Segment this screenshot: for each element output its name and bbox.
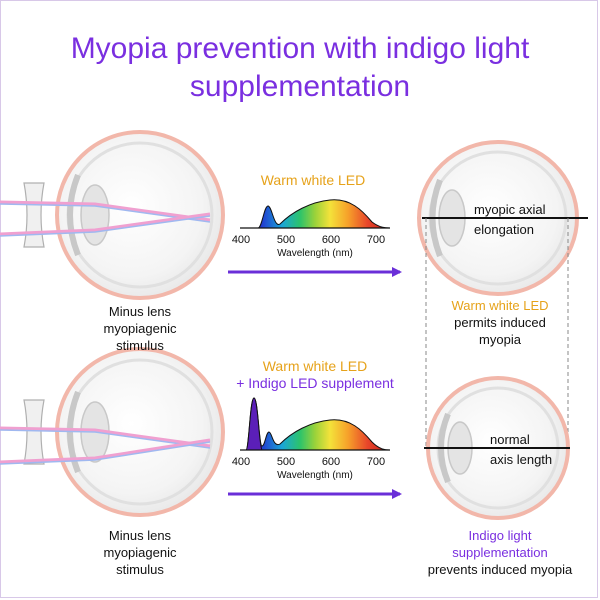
minus-lens-bottom [23, 399, 45, 465]
eye-label-bottom-1: normal [490, 432, 530, 447]
result-top: Warm white LED permits induced myopia [420, 297, 580, 348]
indigo-peak [245, 397, 263, 451]
stimulus-top-line-3: stimulus [116, 338, 164, 353]
stimulus-top: Minus lens myopiagenic stimulus [70, 303, 210, 354]
spectrum-bottom-title-1: Warm white LED [262, 358, 368, 374]
result-bottom-plain: prevents induced myopia [427, 562, 573, 577]
spectrum-top-title: Warm white LED [260, 172, 366, 188]
title-line-2: supplementation [189, 70, 411, 103]
spectrum-bottom-title-2: + Indigo LED supplement [236, 375, 394, 391]
tick-top-700: 700 [366, 234, 386, 246]
stimulus-bottom: Minus lens myopiagenic stimulus [70, 527, 210, 578]
spectrum-bottom [240, 397, 391, 451]
eye-label-bottom-2: axis length [490, 452, 553, 467]
figure-title: Myopia prevention with indigo light supp… [0, 30, 600, 106]
axis-label-top: Wavelength (nm) [277, 248, 353, 259]
spectrum-top-curve [240, 199, 391, 229]
tick-top-500: 500 [276, 234, 296, 246]
result-bottom-colored-2: supplementation [452, 545, 548, 560]
light-rays-top [0, 200, 211, 237]
eye-label-top-2: elongation [474, 222, 534, 237]
stimulus-top-line-2: myopiagenic [103, 321, 177, 336]
axis-label-bottom: Wavelength (nm) [277, 470, 353, 481]
light-rays-bottom [0, 426, 211, 465]
stimulus-bottom-line-1: Minus lens [108, 528, 172, 543]
stimulus-top-line-1: Minus lens [108, 304, 172, 319]
spectrum-top [240, 199, 391, 229]
tick-bottom-600: 600 [321, 456, 341, 468]
minus-lens-top [23, 182, 45, 248]
result-top-colored: Warm white LED [451, 298, 549, 313]
result-bottom: Indigo light supplementation prevents in… [410, 527, 590, 578]
tick-top-600: 600 [321, 234, 341, 246]
tick-bottom-700: 700 [366, 456, 386, 468]
tick-bottom-400: 400 [231, 456, 251, 468]
tick-bottom-500: 500 [276, 456, 296, 468]
stimulus-bottom-line-2: myopiagenic [103, 545, 177, 560]
result-bottom-colored-1: Indigo light [468, 528, 532, 543]
result-top-line-2: permits induced [454, 315, 546, 330]
eye-label-top-1: myopic axial [474, 202, 546, 217]
stimulus-bottom-line-3: stimulus [116, 562, 164, 577]
tick-top-400: 400 [231, 234, 251, 246]
result-top-line-3: myopia [479, 332, 521, 347]
title-line-1: Myopia prevention with indigo light [70, 32, 530, 65]
spectrum-bottom-curve [240, 397, 391, 451]
